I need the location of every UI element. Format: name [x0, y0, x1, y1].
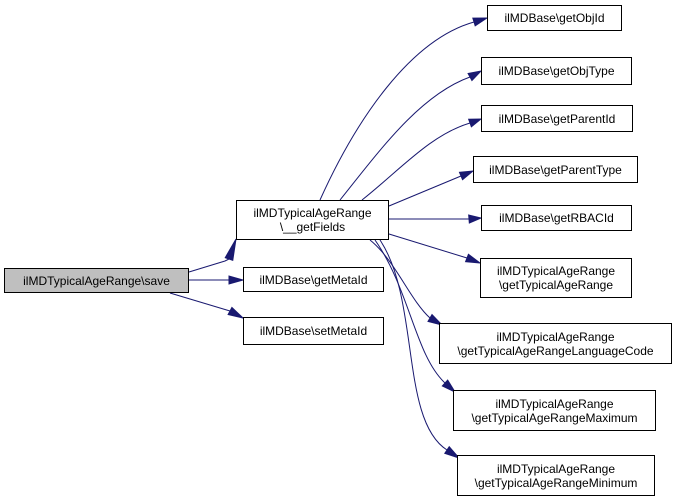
node-setmetaid[interactable]: ilMDBase\setMetaId	[243, 317, 384, 345]
node-getparenttype-label: ilMDBase\getParentType	[489, 162, 622, 177]
arrowhead-getFields-to-getRBACId	[468, 214, 483, 224]
arrowhead-getFields-to-getParentType	[458, 170, 475, 181]
node-getobjid-label: ilMDBase\getObjId	[504, 11, 605, 25]
node-gettypicalagerange[interactable]: ilMDTypicalAgeRange \getTypicalAgeRange	[480, 258, 632, 298]
node-gettypicalagerangelanguagecode-label-1: ilMDTypicalAgeRange	[496, 329, 615, 344]
edge-getFields-to-getObjType	[339, 76, 471, 201]
node-setmetaid-label: ilMDBase\setMetaId	[259, 324, 368, 338]
node-gettypicalagerangemaximum-label-2: \getTypicalAgeRangeMaximum	[471, 410, 638, 425]
node-getrbacid[interactable]: ilMDBase\getRBACId	[481, 205, 632, 231]
edge-getFields-to-getTypicalAgeRangeMaximum	[374, 239, 446, 384]
node-gettypicalagerangemaximum-label-1: ilMDTypicalAgeRange	[495, 396, 614, 411]
node-getrbacid-label: ilMDBase\getRBACId	[499, 211, 614, 225]
node-getparentid[interactable]: ilMDBase\getParentId	[481, 105, 633, 132]
node-getfields-label-1: ilMDTypicalAgeRange	[253, 206, 372, 220]
node-getobjid[interactable]: ilMDBase\getObjId	[487, 5, 622, 31]
edge-getFields-to-getTypicalAgeRangeLanguageCode	[369, 239, 431, 319]
edge-getFields-to-getTypicalAgeRange	[388, 233, 468, 259]
node-save-label: ilMDTypicalAgeRange\save	[23, 273, 170, 288]
node-getfields[interactable]: ilMDTypicalAgeRange \__getFields	[236, 200, 389, 240]
node-getobjtype-label: ilMDBase\getObjType	[498, 64, 615, 78]
node-getparenttype[interactable]: ilMDBase\getParentType	[473, 156, 638, 183]
node-getmetaid-label: ilMDBase\getMetaId	[259, 272, 368, 287]
node-gettypicalagerange-label-2: \getTypicalAgeRange	[498, 278, 614, 292]
node-save: ilMDTypicalAgeRange\save	[4, 268, 189, 293]
arrowhead-save-to-setMetaId	[227, 306, 245, 319]
arrowhead-getFields-to-getTypicalAgeRange	[464, 253, 482, 264]
node-gettypicalagerange-label-1: ilMDTypicalAgeRange	[496, 264, 616, 278]
node-gettypicalagerangeminimum[interactable]: ilMDTypicalAgeRange \getTypicalAgeRangeM…	[457, 455, 655, 496]
arrowhead-getFields-to-getParentId	[467, 118, 483, 128]
edge-getFields-to-getParentType	[388, 175, 462, 207]
node-getmetaid[interactable]: ilMDBase\getMetaId	[243, 267, 384, 292]
node-gettypicalagerangeminimum-label-1: ilMDTypicalAgeRange	[496, 461, 616, 476]
edge-getFields-to-getParentId	[361, 122, 471, 201]
edge-save-to-getFields	[188, 258, 230, 273]
node-gettypicalagerangelanguagecode[interactable]: ilMDTypicalAgeRange \getTypicalAgeRangeL…	[439, 323, 672, 364]
node-gettypicalagerangeminimum-label-2: \getTypicalAgeRangeMinimum	[474, 475, 638, 490]
arrowhead-getFields-to-getTypicalAgeRangeMaximum	[441, 379, 457, 394]
arrowhead-getFields-to-getObjType	[467, 70, 483, 82]
arrowhead-save-to-getFields	[224, 238, 237, 261]
arrowhead-getFields-to-getObjId	[472, 17, 489, 27]
edge-save-to-setMetaId	[169, 292, 231, 312]
node-gettypicalagerangemaximum[interactable]: ilMDTypicalAgeRange \getTypicalAgeRangeM…	[453, 390, 656, 431]
edge-getFields-to-getObjId	[319, 21, 475, 201]
node-getfields-label-2: \__getFields	[279, 220, 346, 234]
edge-getFields-to-getTypicalAgeRangeMinimum	[379, 239, 448, 451]
node-gettypicalagerangelanguagecode-label-2: \getTypicalAgeRangeLanguageCode	[457, 343, 654, 358]
node-getobjtype[interactable]: ilMDBase\getObjType	[481, 57, 632, 85]
arrowhead-getFields-to-getTypicalAgeRangeLanguageCode	[427, 313, 444, 326]
arrowhead-getFields-to-getTypicalAgeRangeMinimum	[444, 445, 461, 460]
arrowhead-save-to-getMetaId	[228, 275, 245, 285]
node-getparentid-label: ilMDBase\getParentId	[498, 111, 616, 126]
